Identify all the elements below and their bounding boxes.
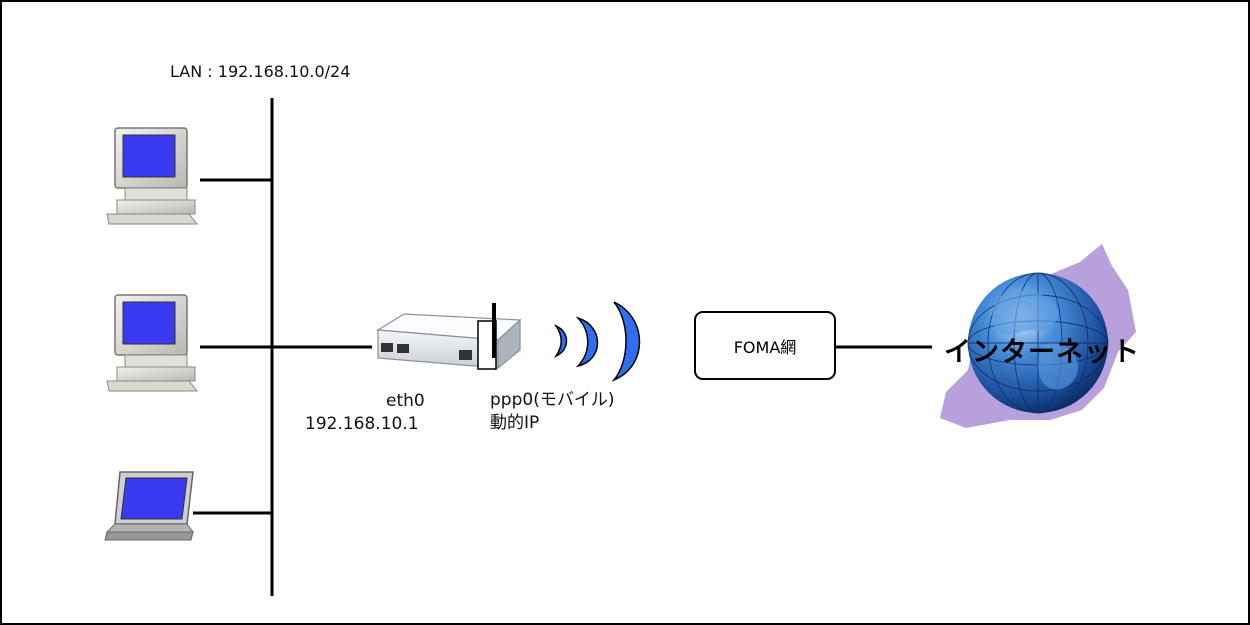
mobile-ip-label: 動的IP <box>490 413 540 433</box>
lan-backbone <box>193 98 372 596</box>
foma-network-label: FOMA網 <box>733 337 797 357</box>
globe-icon <box>967 272 1109 414</box>
eth-ip-label: 192.168.10.1 <box>305 414 419 434</box>
lan-network-label: LAN : 192.168.10.0/24 <box>170 62 351 81</box>
eth-interface-label: eth0 <box>386 391 425 411</box>
laptop-icon <box>104 471 194 541</box>
internet-label: インターネット <box>944 337 1140 368</box>
foma-network-box: FOMA網 <box>694 311 836 380</box>
desktop-pc-icon <box>106 127 199 225</box>
router-icon <box>376 303 522 370</box>
desktop-pc-icon <box>106 294 199 392</box>
wireless-wave-icon <box>553 301 641 381</box>
mobile-interface-label: ppp0(モバイル) <box>490 390 615 410</box>
